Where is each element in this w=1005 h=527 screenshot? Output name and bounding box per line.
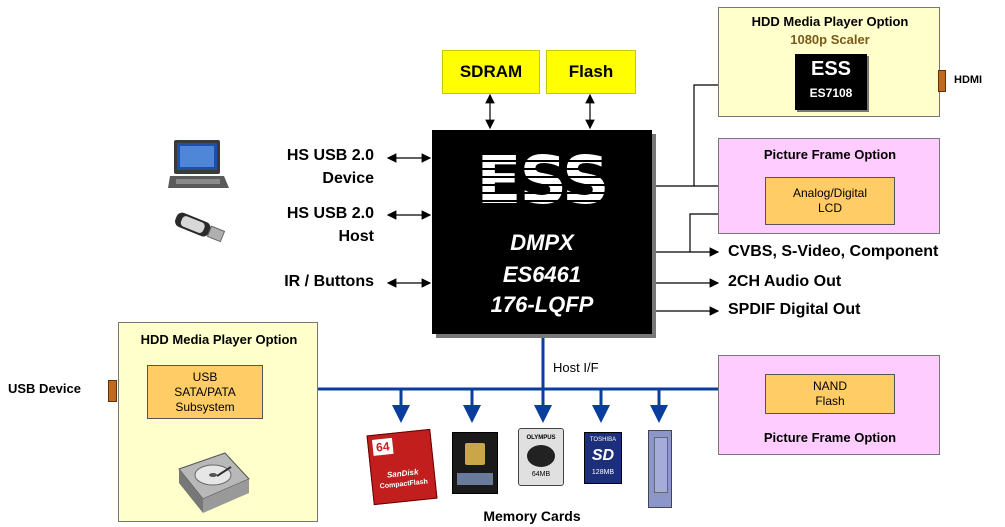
cf-capacity: 64: [372, 437, 394, 456]
chip-package: 176-LQFP: [490, 292, 594, 317]
memory-cards-label: Memory Cards: [483, 508, 581, 524]
ir-buttons-label: IR / Buttons: [284, 273, 374, 290]
audio-output-label: 2CH Audio Out: [728, 273, 842, 290]
nand-label-2: Flash: [815, 394, 845, 408]
nand-flash-block: NAND Flash: [765, 374, 895, 414]
lcd-label-1: Analog/Digital: [792, 186, 868, 200]
smartmedia-card-icon: [452, 432, 498, 494]
compactflash-card-icon: 64 SanDisk CompactFlash: [366, 428, 438, 506]
hdd-option-top-title: HDD Media Player Option: [751, 14, 909, 29]
spdif-output-label: SPDIF Digital Out: [728, 301, 861, 318]
lcd-label-2: LCD: [817, 201, 842, 215]
usb-stick-icon: [172, 210, 228, 246]
hdd-option-top: HDD Media Player Option 1080p Scaler ESS…: [718, 7, 940, 117]
sdram-box: SDRAM: [442, 50, 540, 94]
lcd-block: Analog/Digital LCD: [765, 177, 895, 225]
chip-part: ES6461: [502, 262, 582, 287]
hdmi-label: HDMI: [954, 74, 983, 86]
chip-name: DMPX: [510, 230, 574, 255]
video-output-label: CVBS, S-Video, Component: [728, 243, 939, 260]
usb-device-connector: [108, 380, 117, 402]
sata-label-3: Subsystem: [175, 399, 235, 414]
usb-device-label-1: HS USB 2.0: [286, 147, 374, 164]
ess-logo: ESS: [432, 146, 652, 216]
sd-card-icon: TOSHIBA SD 128MB: [584, 432, 622, 484]
sd-brand: TOSHIBA: [589, 437, 617, 443]
es7108-chip: ESS ES7108: [795, 54, 867, 110]
picture-frame-bottom-title: Picture Frame Option: [763, 430, 897, 445]
xd-card-icon: OLYMPUS 64MB: [518, 428, 564, 486]
usb-host-label-1: HS USB 2.0: [286, 205, 374, 222]
nand-label-1: NAND: [812, 379, 847, 393]
sd-capacity: 128MB: [591, 469, 615, 476]
host-if-label: Host I/F: [553, 360, 599, 375]
flash-label: Flash: [568, 62, 614, 81]
sata-subsystem-block: USB SATA/PATA Subsystem: [147, 365, 263, 419]
hard-drive-icon: [175, 449, 251, 517]
scaler-label: 1080p Scaler: [790, 32, 870, 47]
memory-stick-icon: [648, 430, 672, 508]
xd-brand: OLYMPUS: [526, 435, 556, 441]
picture-frame-option-top: Picture Frame Option Analog/Digital LCD: [718, 138, 940, 234]
laptop-icon: [168, 138, 230, 190]
es7108-logo: ESS: [810, 58, 852, 80]
xd-capacity: 64MB: [531, 471, 551, 478]
hdmi-connector: [938, 70, 946, 92]
picture-frame-option-bottom: NAND Flash Picture Frame Option: [718, 355, 940, 455]
hdd-option-bottom-title: HDD Media Player Option: [140, 332, 298, 347]
flash-box: Flash: [546, 50, 636, 94]
usb-device-label-2: Device: [322, 170, 374, 187]
main-chip: ESS DMPX ES6461 176-LQFP: [432, 130, 652, 334]
sdram-label: SDRAM: [459, 62, 523, 81]
sata-label-2: SATA/PATA: [174, 384, 236, 399]
usb-device-port-label: USB Device: [8, 381, 81, 396]
usb-host-label-2: Host: [338, 228, 374, 245]
hdd-option-bottom: HDD Media Player Option USB SATA/PATA Su…: [118, 322, 318, 522]
sata-label-1: USB: [192, 369, 218, 384]
picture-frame-top-title: Picture Frame Option: [763, 147, 897, 162]
es7108-label: ES7108: [809, 86, 853, 100]
